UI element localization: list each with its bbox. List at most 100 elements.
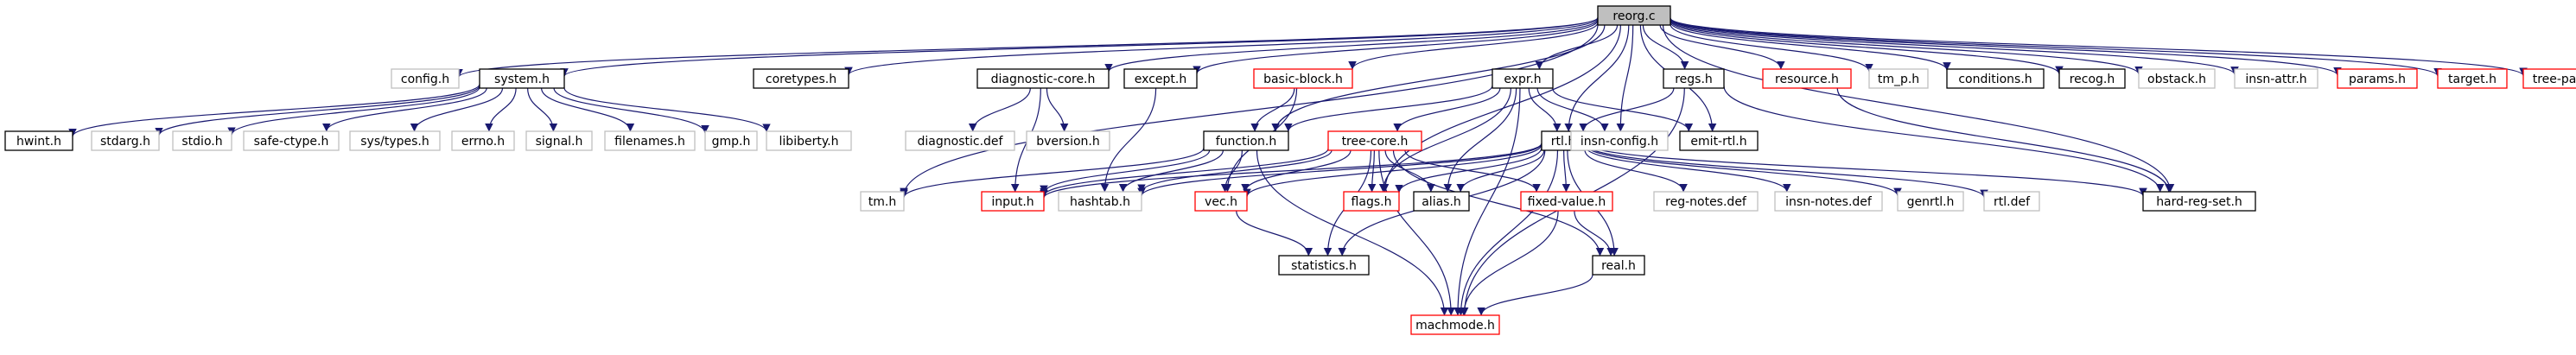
node-label: tm.h: [868, 195, 896, 209]
edge-rtl-h-to-input-h: [1040, 143, 1542, 199]
node-diagnostic-core-h[interactable]: diagnostic-core.h: [976, 68, 1110, 89]
node-tm-h[interactable]: tm.h: [860, 191, 905, 212]
node-sys-types-h[interactable]: sys/types.h: [349, 130, 441, 151]
node-params-h[interactable]: params.h: [2337, 68, 2418, 89]
edge-reorg-c-to-recog-h: [1670, 20, 2064, 75]
node-hashtab-h[interactable]: hashtab.h: [1058, 191, 1142, 212]
node-recog-h[interactable]: recog.h: [2058, 68, 2126, 89]
node-safe-ctype-h[interactable]: safe-ctype.h: [243, 130, 340, 151]
node-signal-h[interactable]: signal.h: [525, 130, 593, 151]
node-box: [1194, 191, 1248, 212]
edge-rtl-h-to-vec-h: [1243, 144, 1542, 198]
node-errno-h[interactable]: errno.h: [451, 130, 515, 151]
node-tree-pass-h[interactable]: tree-pass.h: [2522, 68, 2576, 89]
node-label: signal.h: [536, 135, 583, 149]
edge-reorg-c-to-diagnostic-core-h: [1104, 19, 1599, 73]
node-label: genrtl.h: [1907, 195, 1955, 209]
node-label: config.h: [401, 73, 449, 86]
node-reg-notes-def[interactable]: reg-notes.def: [1653, 191, 1759, 212]
node-system-h[interactable]: system.h: [479, 68, 565, 89]
node-gmp-h[interactable]: gmp.h: [704, 130, 758, 151]
edge-expr-h-to-tree-core-h: [1393, 87, 1501, 132]
node-rtl-def[interactable]: rtl.def: [1983, 191, 2040, 212]
edge-rtl-h-to-reg-notes-def: [1584, 149, 1688, 193]
edge-system-h-to-safe-ctype-h: [322, 87, 487, 132]
node-label: machmode.h: [1415, 319, 1495, 333]
edge-reorg-c-to-conditions-h: [1670, 22, 1951, 71]
edge-system-h-to-gmp-h: [553, 87, 709, 134]
node-fixed-value-h[interactable]: fixed-value.h: [1520, 191, 1613, 212]
node-box: [1253, 68, 1353, 89]
node-label: gmp.h: [712, 135, 751, 149]
node-input-h[interactable]: input.h: [981, 191, 1045, 212]
node-libiberty-h[interactable]: libiberty.h: [766, 130, 852, 151]
node-box: [1203, 130, 1289, 151]
edge-rtl-h-to-hard-reg-set-h: [1584, 142, 2147, 197]
node-stdarg-h[interactable]: stdarg.h: [91, 130, 160, 151]
edge-tree-core-h-to-hashtab-h: [1137, 149, 1333, 193]
node-function-h[interactable]: function.h: [1203, 130, 1289, 151]
node-label: vec.h: [1205, 195, 1237, 209]
node-box: [1868, 68, 1929, 89]
node-resource-h[interactable]: resource.h: [1762, 68, 1852, 89]
edge-expr-h-to-function-h: [1284, 85, 1493, 132]
node-label: reorg.c: [1612, 10, 1655, 23]
edge-expr-h-to-flags-h: [1378, 87, 1511, 193]
node-bversion-h[interactable]: bversion.h: [1026, 130, 1110, 151]
node-label: tree-core.h: [1342, 135, 1409, 149]
node-stdio-h[interactable]: stdio.h: [172, 130, 232, 151]
edge-reorg-c-to-coretypes-h: [844, 17, 1599, 76]
node-obstack-h[interactable]: obstack.h: [2138, 68, 2216, 89]
node-tm-p-h[interactable]: tm_p.h: [1868, 68, 1929, 89]
node-coretypes-h[interactable]: coretypes.h: [753, 68, 849, 89]
node-label: resource.h: [1775, 73, 1839, 86]
node-expr-h[interactable]: expr.h: [1492, 68, 1554, 89]
edge-tree-core-h-to-flags-h: [1367, 149, 1377, 193]
node-insn-attr-h[interactable]: insn-attr.h: [2234, 68, 2318, 89]
node-genrtl-h[interactable]: genrtl.h: [1897, 191, 1964, 212]
node-label: filenames.h: [614, 135, 685, 149]
edge-rtl-h-to-rtl-def: [1584, 143, 1988, 199]
edge-rtl-h-to-flags-h: [1395, 147, 1542, 193]
node-vec-h[interactable]: vec.h: [1194, 191, 1248, 212]
node-insn-notes-def[interactable]: insn-notes.def: [1774, 191, 1883, 212]
edge-reorg-c-to-target-h: [1670, 17, 2442, 77]
edge-reorg-c-to-insn-attr-h: [1670, 18, 2239, 75]
node-box: [766, 130, 852, 151]
node-alias-h[interactable]: alias.h: [1413, 191, 1470, 212]
edge-system-h-to-sys-types-h: [410, 87, 504, 132]
edge-reorg-c-to-except-h: [1193, 20, 1599, 74]
node-conditions-h[interactable]: conditions.h: [1946, 68, 2045, 89]
node-box: [91, 130, 160, 151]
node-diagnostic-def[interactable]: diagnostic.def: [905, 130, 1015, 151]
node-label: coretypes.h: [766, 73, 836, 86]
edge-reorg-c-to-insn-config-h: [1616, 24, 1634, 132]
node-target-h[interactable]: target.h: [2437, 68, 2508, 89]
node-real-h[interactable]: real.h: [1592, 255, 1645, 276]
node-statistics-h[interactable]: statistics.h: [1278, 255, 1370, 276]
node-regs-h[interactable]: regs.h: [1663, 68, 1725, 89]
node-box: [391, 68, 460, 89]
node-tree-core-h[interactable]: tree-core.h: [1327, 130, 1422, 151]
edge-expr-h-to-machmode-h: [1453, 87, 1521, 316]
node-reorg-c[interactable]: reorg.c: [1597, 5, 1671, 26]
node-insn-config-h[interactable]: insn-config.h: [1570, 130, 1669, 151]
node-label: emit-rtl.h: [1690, 135, 1746, 149]
node-emit-rtl-h[interactable]: emit-rtl.h: [1679, 130, 1759, 151]
node-machmode-h[interactable]: machmode.h: [1410, 314, 1500, 335]
edge-reorg-c-to-system-h: [560, 16, 1599, 77]
node-flags-h[interactable]: flags.h: [1343, 191, 1400, 212]
edge-tree-core-h-to-machmode-h: [1378, 149, 1455, 316]
edge-function-h-to-hashtab-h: [1118, 149, 1224, 193]
node-box: [981, 191, 1045, 212]
node-box: [1413, 191, 1470, 212]
node-filenames-h[interactable]: filenames.h: [604, 130, 696, 151]
node-except-h[interactable]: except.h: [1123, 68, 1198, 89]
node-hard-reg-set-h[interactable]: hard-reg-set.h: [2142, 191, 2256, 212]
node-hwint-h[interactable]: hwint.h: [4, 130, 73, 151]
edge-tree-core-h-to-vec-h: [1241, 149, 1352, 193]
node-basic-block-h[interactable]: basic-block.h: [1253, 68, 1353, 89]
node-config-h[interactable]: config.h: [391, 68, 460, 89]
edge-tree-core-h-to-input-h: [1040, 148, 1329, 197]
edge-reorg-c-to-config-h: [455, 16, 1599, 78]
